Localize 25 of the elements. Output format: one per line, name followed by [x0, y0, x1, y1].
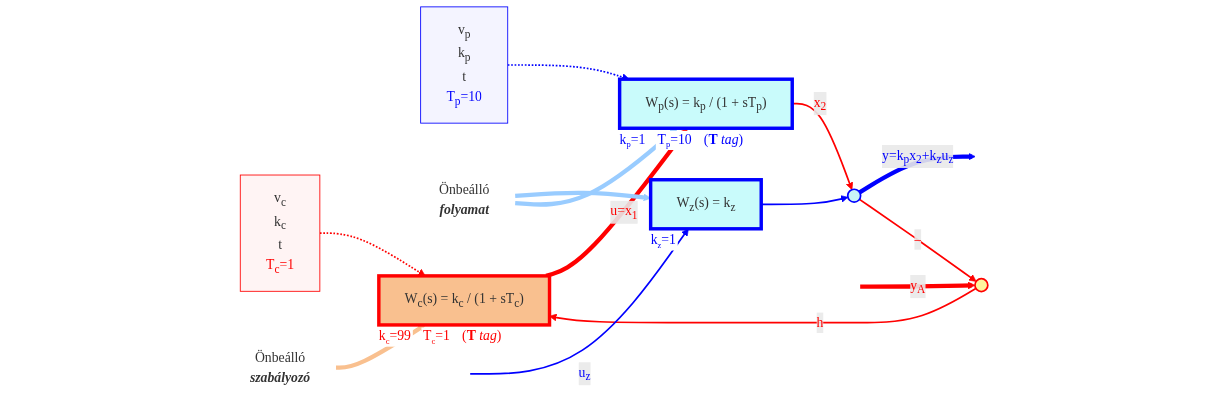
parameter-label: (T tag)	[703, 131, 744, 147]
parameter-label: T$_{p}$=10	[657, 131, 692, 150]
node-circle	[846, 188, 862, 203]
arrow	[858, 198, 977, 282]
parameter-label: k$_{c}$=99	[378, 328, 411, 346]
parameter-label: T$_{c}$=1	[423, 328, 450, 346]
node-text: Önbeálló szabályozó	[249, 349, 311, 385]
node-box: W$_{c}$(s) = k$_{c}$ / (1 + sT$_{c}$)	[377, 274, 552, 327]
parameter-label: (T tag)	[462, 328, 502, 344]
edge-label: x$_{2}$	[813, 94, 827, 113]
edge-label: y=k$_{p}$x$_{2}$+k$_{z}$u$_{z}$	[882, 147, 954, 166]
edge-label: u$_{z}$	[578, 364, 591, 383]
edge-label: u=x$_{1}$	[610, 203, 638, 222]
parameter-label: k$_{p}$=1	[619, 131, 646, 150]
node-circle	[974, 277, 989, 293]
edge-label: h	[816, 315, 824, 330]
edge-label: y$_{A}$	[910, 277, 926, 296]
node-box: W$_{z}$(s) = k$_{z}$	[648, 178, 763, 231]
node-box: W$_{p}$(s) = k$_{p}$ / (1 + sT$_{p}$)	[617, 77, 794, 130]
arrow	[860, 281, 976, 290]
node-box: v$_{c}$ k$_{c}$ t T$_{c}$=1	[239, 174, 321, 292]
node-text: Önbeálló folyamat	[439, 181, 490, 217]
parameter-label: k$_{z}$=1	[650, 232, 676, 250]
edge-label: –	[914, 231, 922, 247]
node-box: v$_{p}$ k$_{p}$ t T$_{p}$=10	[420, 6, 509, 124]
